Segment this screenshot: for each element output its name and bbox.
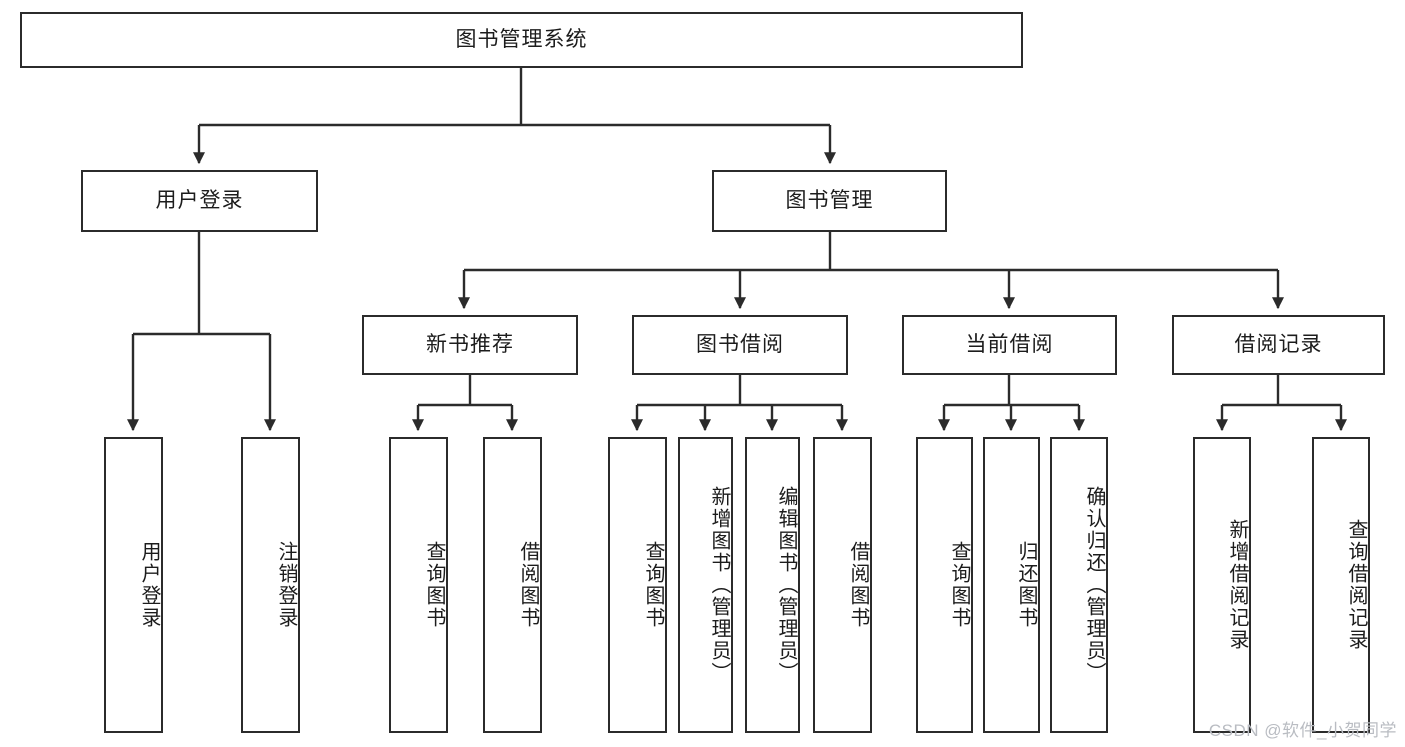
node-leaf-add-book[interactable]: 新增图书（管理员） <box>678 437 733 733</box>
node-current-borrow[interactable]: 当前借阅 <box>902 315 1117 375</box>
node-new-book-recommend-label: 新书推荐 <box>426 333 514 357</box>
node-user-login[interactable]: 用户登录 <box>81 170 318 232</box>
node-leaf-add-record-label: 新增借阅记录 <box>1226 519 1248 651</box>
node-leaf-borrow-book-1-label: 借阅图书 <box>517 541 539 629</box>
node-leaf-confirm-return-label: 确认归还（管理员） <box>1083 486 1105 684</box>
node-user-login-label: 用户登录 <box>155 189 244 213</box>
node-borrow-record-label: 借阅记录 <box>1234 333 1323 357</box>
csdn-watermark: CSDN @软件_小贺同学 <box>1208 721 1397 740</box>
node-leaf-query-book-1-label: 查询图书 <box>423 541 445 629</box>
node-leaf-borrow-book-2[interactable]: 借阅图书 <box>813 437 872 733</box>
node-book-borrow[interactable]: 图书借阅 <box>632 315 848 375</box>
node-borrow-record[interactable]: 借阅记录 <box>1172 315 1385 375</box>
node-leaf-borrow-book-1[interactable]: 借阅图书 <box>483 437 542 733</box>
node-book-borrow-label: 图书借阅 <box>696 333 784 357</box>
node-new-book-recommend[interactable]: 新书推荐 <box>362 315 578 375</box>
node-leaf-add-record[interactable]: 新增借阅记录 <box>1193 437 1251 733</box>
node-leaf-edit-book[interactable]: 编辑图书（管理员） <box>745 437 800 733</box>
node-leaf-add-book-label: 新增图书（管理员） <box>708 486 730 684</box>
node-leaf-query-record-label: 查询借阅记录 <box>1345 519 1367 651</box>
node-leaf-query-book-1[interactable]: 查询图书 <box>389 437 448 733</box>
node-leaf-query-book-3-label: 查询图书 <box>948 541 970 629</box>
node-book-manage[interactable]: 图书管理 <box>712 170 947 232</box>
node-leaf-confirm-return[interactable]: 确认归还（管理员） <box>1050 437 1108 733</box>
node-leaf-user-login-label: 用户登录 <box>138 541 160 629</box>
node-leaf-user-logout[interactable]: 注销登录 <box>241 437 300 733</box>
node-root-label: 图书管理系统 <box>455 28 588 52</box>
node-leaf-query-book-2[interactable]: 查询图书 <box>608 437 667 733</box>
node-leaf-query-book-3[interactable]: 查询图书 <box>916 437 973 733</box>
node-leaf-borrow-book-2-label: 借阅图书 <box>847 541 869 629</box>
node-leaf-user-login[interactable]: 用户登录 <box>104 437 163 733</box>
node-book-manage-label: 图书管理 <box>785 189 874 213</box>
node-root[interactable]: 图书管理系统 <box>20 12 1023 68</box>
node-leaf-edit-book-label: 编辑图书（管理员） <box>775 486 797 684</box>
node-leaf-return-book-label: 归还图书 <box>1015 541 1037 629</box>
node-leaf-user-logout-label: 注销登录 <box>275 541 297 629</box>
node-leaf-return-book[interactable]: 归还图书 <box>983 437 1040 733</box>
node-leaf-query-record[interactable]: 查询借阅记录 <box>1312 437 1370 733</box>
node-current-borrow-label: 当前借阅 <box>965 333 1054 357</box>
node-leaf-query-book-2-label: 查询图书 <box>642 541 664 629</box>
